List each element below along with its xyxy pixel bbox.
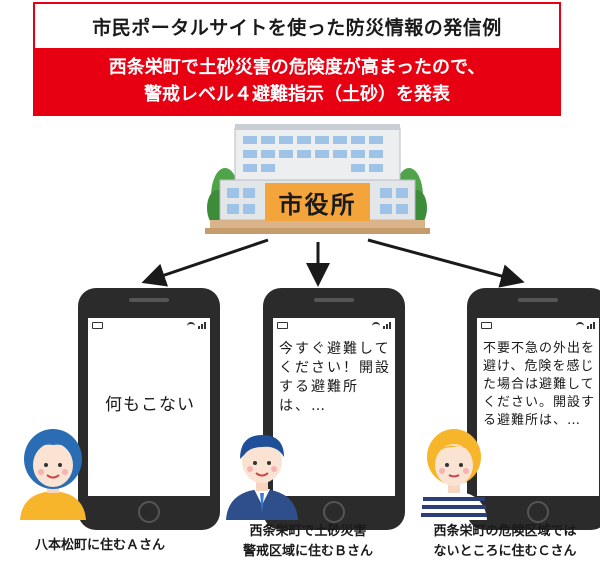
arrow-to-a-icon <box>141 238 269 287</box>
status-bar <box>481 321 595 329</box>
resident-c-label-line1: 西条栄町の危険区域では <box>433 524 577 539</box>
resident-a-label-line1: 八本松町に住むＡさん <box>34 538 165 553</box>
resident-c-avatar <box>421 429 487 520</box>
phone-message: 今すぐ避難してください！開設する避難所は、… <box>279 341 391 414</box>
arrow-to-c-icon <box>367 238 525 288</box>
alert-line-1: 西条栄町で土砂災害の危険度が高まったので、 <box>108 57 486 78</box>
status-bar <box>92 321 206 329</box>
wifi-icon <box>372 321 380 329</box>
phone-b: 今すぐ避難してください！開設する避難所は、… <box>263 288 405 530</box>
phone-screen: 今すぐ避難してください！開設する避難所は、… <box>273 318 395 496</box>
alert-banner: 西条栄町で土砂災害の危険度が高まったので、 警戒レベル４避難指示（土砂）を発表 <box>35 48 559 114</box>
resident-a-label: 八本松町に住むＡさん <box>0 536 200 556</box>
resident-b-label-line2: 警戒区域に住むＢさん <box>242 544 373 559</box>
resident-c-label-line2: ないところに住むＣさん <box>433 544 577 559</box>
signal-icon <box>198 321 206 329</box>
city-hall-sign: 市役所 <box>265 183 370 221</box>
resident-b-avatar <box>226 435 298 520</box>
battery-icon <box>481 321 492 329</box>
city-hall-illustration <box>205 124 430 234</box>
phone-message: 不要不急の外出を避け、危険を感じた場合は避難してください。開設する避難所は、… <box>483 341 596 428</box>
broadcast-arrows <box>141 238 525 288</box>
home-button[interactable] <box>527 501 549 523</box>
battery-icon <box>92 321 103 329</box>
phone-a: 何もこない <box>78 288 220 530</box>
page-title: 市民ポータルサイトを使った防災情報の発信例 <box>92 16 502 39</box>
title-frame <box>33 2 561 116</box>
phone-message: 何もこない <box>105 395 195 415</box>
home-button[interactable] <box>323 501 345 523</box>
speaker <box>129 298 169 302</box>
resident-b-label-line1: 西条栄町で土砂災害 <box>249 524 367 539</box>
phone-screen: 何もこない <box>88 318 210 496</box>
resident-c-label: 西条栄町の危険区域では ないところに住むＣさん <box>410 522 600 562</box>
wifi-icon <box>187 321 195 329</box>
speaker <box>314 298 354 302</box>
battery-icon <box>277 321 288 329</box>
speaker <box>518 298 558 302</box>
signal-icon <box>587 321 595 329</box>
wifi-icon <box>576 321 584 329</box>
signal-icon <box>383 321 391 329</box>
resident-a-avatar <box>20 429 86 520</box>
alert-line-2: 警戒レベル４避難指示（土砂）を発表 <box>144 84 450 105</box>
phone-screen: 不要不急の外出を避け、危険を感じた場合は避難してください。開設する避難所は、… <box>477 318 599 496</box>
status-bar <box>277 321 391 329</box>
phone-c: 不要不急の外出を避け、危険を感じた場合は避難してください。開設する避難所は、… <box>467 288 600 530</box>
home-button[interactable] <box>138 501 160 523</box>
resident-b-label: 西条栄町で土砂災害 警戒区域に住むＢさん <box>208 522 408 562</box>
